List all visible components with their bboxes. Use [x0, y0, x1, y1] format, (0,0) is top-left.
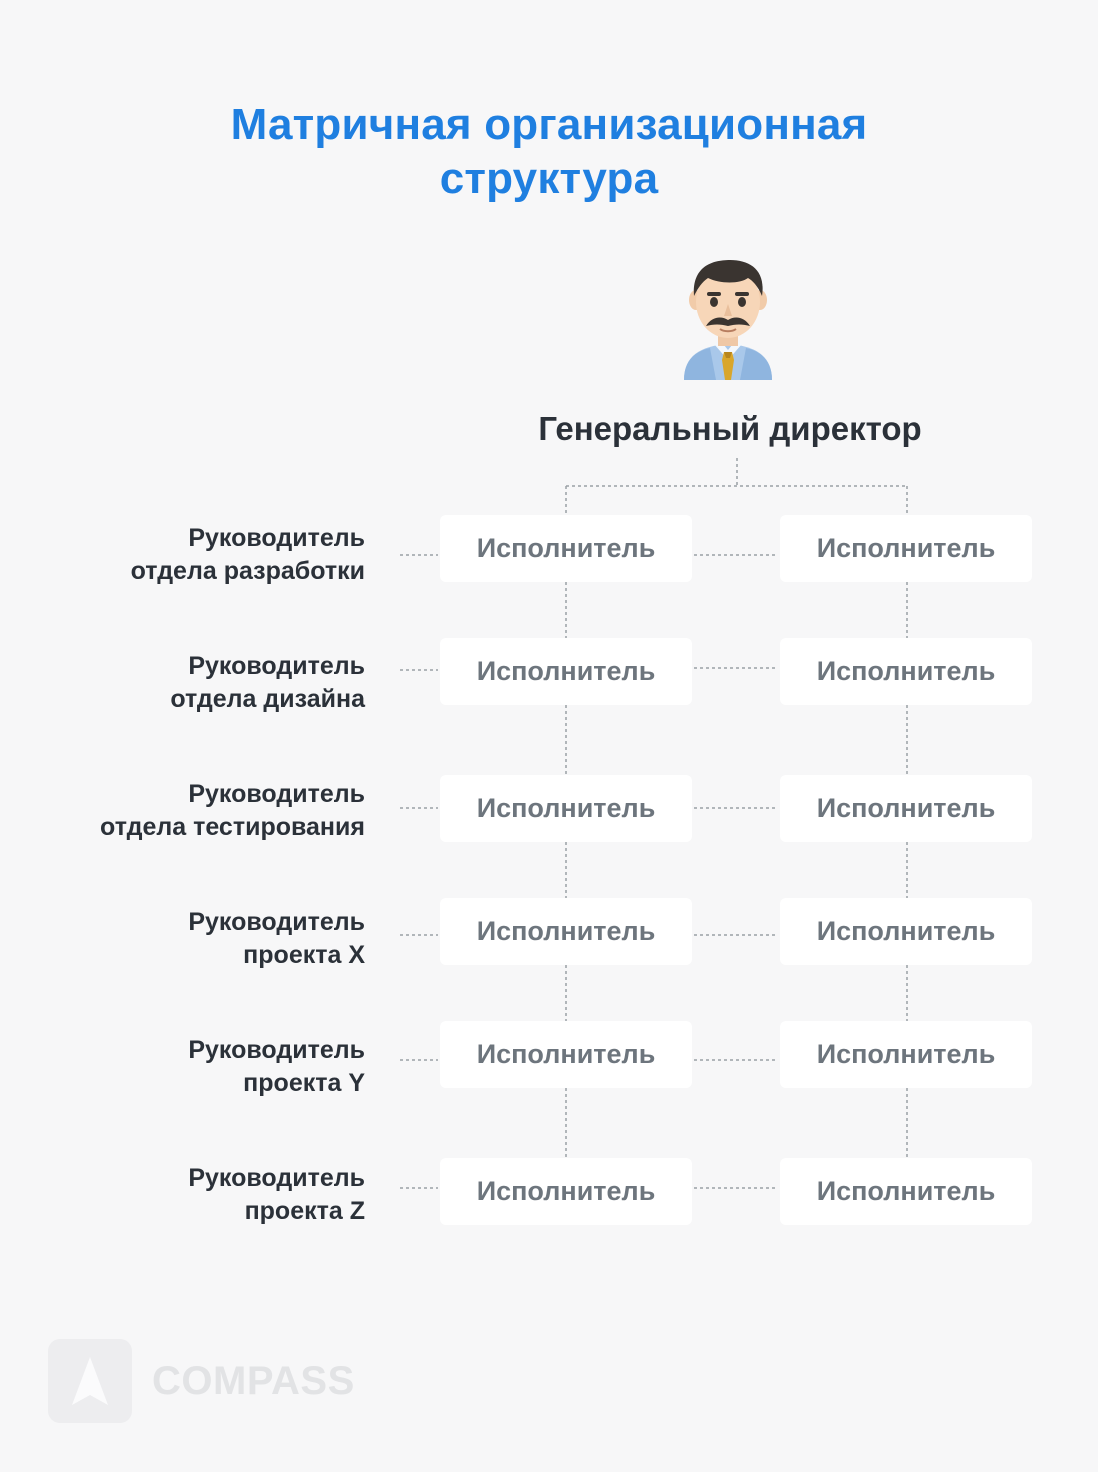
director-label: Генеральный директор — [538, 410, 922, 447]
manager-design: Руководитель отдела дизайна — [40, 650, 365, 716]
executor-box: Исполнитель — [780, 1021, 1032, 1088]
manager-department: отдела разработки — [130, 557, 365, 585]
manager-project-z: Руководитель проекта Z — [40, 1162, 365, 1228]
executor-box: Исполнитель — [440, 1158, 692, 1225]
manager-project-y: Руководитель проекта Y — [40, 1034, 365, 1100]
brand-name: COMPASS — [152, 1359, 355, 1403]
executor-box: Исполнитель — [780, 638, 1032, 705]
executor-box: Исполнитель — [780, 898, 1032, 965]
manager-title: Руководитель — [188, 1036, 365, 1064]
manager-department: отдела дизайна — [170, 685, 365, 713]
executor-box: Исполнитель — [440, 898, 692, 965]
manager-department: проекта X — [243, 941, 365, 969]
compass-logo-icon — [48, 1339, 132, 1423]
page-title-line-1: Матричная организационная — [230, 100, 868, 149]
manager-title: Руководитель — [188, 1164, 365, 1192]
manager-department: проекта Z — [244, 1197, 365, 1225]
executor-box: Исполнитель — [440, 638, 692, 705]
manager-title: Руководитель — [188, 524, 365, 552]
page-title-line-2: структура — [439, 154, 659, 203]
manager-title: Руководитель — [188, 652, 365, 680]
executor-box: Исполнитель — [440, 775, 692, 842]
manager-testing: Руководитель отдела тестирования — [40, 778, 365, 844]
executor-box: Исполнитель — [780, 1158, 1032, 1225]
manager-title: Руководитель — [188, 908, 365, 936]
executor-box: Исполнитель — [780, 775, 1032, 842]
manager-project-x: Руководитель проекта X — [40, 906, 365, 972]
manager-title: Руководитель — [188, 780, 365, 808]
page-title: Матричная организационная структура — [0, 98, 1098, 206]
executor-box: Исполнитель — [440, 515, 692, 582]
executor-box: Исполнитель — [440, 1021, 692, 1088]
businessman-emoji-icon — [684, 260, 772, 380]
manager-department: проекта Y — [243, 1069, 365, 1097]
executor-box: Исполнитель — [780, 515, 1032, 582]
manager-development: Руководитель отдела разработки — [40, 522, 365, 588]
manager-department: отдела тестирования — [100, 813, 365, 841]
